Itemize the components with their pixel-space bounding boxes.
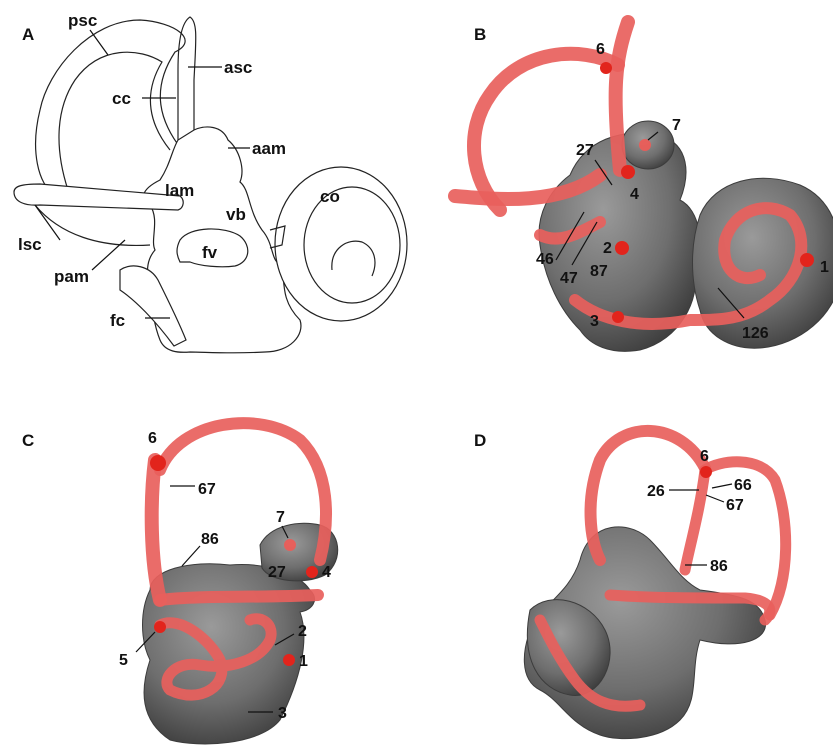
label-asc: asc bbox=[224, 58, 252, 77]
label-b-7: 7 bbox=[672, 117, 681, 134]
label-c-2: 2 bbox=[298, 623, 307, 640]
label-pam: pam bbox=[54, 267, 89, 286]
label-b-1: 1 bbox=[820, 259, 829, 276]
landmark-point-c4 bbox=[306, 566, 318, 578]
label-b-27: 27 bbox=[576, 142, 594, 159]
label-aam: aam bbox=[252, 139, 286, 158]
label-b-46: 46 bbox=[536, 251, 554, 268]
label-vb: vb bbox=[226, 205, 246, 224]
panel-d-key-points bbox=[700, 466, 712, 478]
canal-curve-c3 bbox=[160, 595, 318, 600]
label-b-126: 126 bbox=[742, 325, 769, 342]
panel-c-letter: C bbox=[22, 431, 34, 450]
landmark-point-b6 bbox=[600, 62, 612, 74]
label-c-4: 4 bbox=[322, 564, 331, 581]
label-c-3: 3 bbox=[278, 705, 287, 722]
label-c-7: 7 bbox=[276, 509, 285, 526]
landmark-point-b3 bbox=[612, 311, 624, 323]
label-c-6: 6 bbox=[148, 430, 157, 447]
label-b-47: 47 bbox=[560, 270, 578, 287]
label-d-6: 6 bbox=[700, 448, 709, 465]
canal-curve-d2 bbox=[685, 470, 705, 570]
lsc-inner bbox=[35, 205, 150, 245]
label-c-67: 67 bbox=[198, 481, 216, 498]
landmark-point-d6 bbox=[700, 466, 712, 478]
label-c-86: 86 bbox=[201, 531, 219, 548]
panel-a: A bbox=[14, 11, 407, 353]
label-cc: cc bbox=[112, 89, 131, 108]
label-c-5: 5 bbox=[119, 652, 128, 669]
landmark-point-c7 bbox=[284, 539, 296, 551]
landmark-point-c5 bbox=[154, 621, 166, 633]
label-d-86: 86 bbox=[710, 558, 728, 575]
label-b-3: 3 bbox=[590, 313, 599, 330]
label-c-27: 27 bbox=[268, 564, 286, 581]
asc-outline bbox=[178, 17, 196, 140]
panel-b: B 6 7 bbox=[455, 22, 833, 351]
panel-d: D 6 26 66 67 86 bbox=[474, 431, 786, 739]
label-d-66: 66 bbox=[734, 477, 752, 494]
canal-curve-c1 bbox=[152, 460, 160, 600]
label-fc: fc bbox=[110, 311, 125, 330]
label-co: co bbox=[320, 187, 340, 206]
cochlea-outer bbox=[275, 167, 407, 321]
psc-outline bbox=[36, 20, 186, 195]
panel-c-surface bbox=[143, 523, 338, 744]
label-b-2: 2 bbox=[603, 240, 612, 257]
landmark-point-c6 bbox=[150, 455, 166, 471]
panel-d-letter: D bbox=[474, 431, 486, 450]
panel-a-letter: A bbox=[22, 25, 34, 44]
label-b-87: 87 bbox=[590, 263, 608, 280]
panel-b-letter: B bbox=[474, 25, 486, 44]
landmark-point-c1 bbox=[283, 654, 295, 666]
label-d-67: 67 bbox=[726, 497, 744, 514]
label-c-1: 1 bbox=[299, 653, 308, 670]
label-d-26: 26 bbox=[647, 483, 665, 500]
label-fv: fv bbox=[202, 243, 218, 262]
label-lsc: lsc bbox=[18, 235, 42, 254]
label-b-6: 6 bbox=[596, 41, 605, 58]
landmark-point-b1 bbox=[800, 253, 814, 267]
panel-c: C 6 67 86 bbox=[22, 423, 338, 744]
psc-inner bbox=[59, 52, 170, 190]
landmark-point-b2 bbox=[615, 241, 629, 255]
label-psc: psc bbox=[68, 11, 97, 30]
landmark-point-b7 bbox=[639, 139, 651, 151]
label-b-4: 4 bbox=[630, 186, 639, 203]
label-lam: lam bbox=[165, 181, 194, 200]
landmark-point-b4 bbox=[621, 165, 635, 179]
